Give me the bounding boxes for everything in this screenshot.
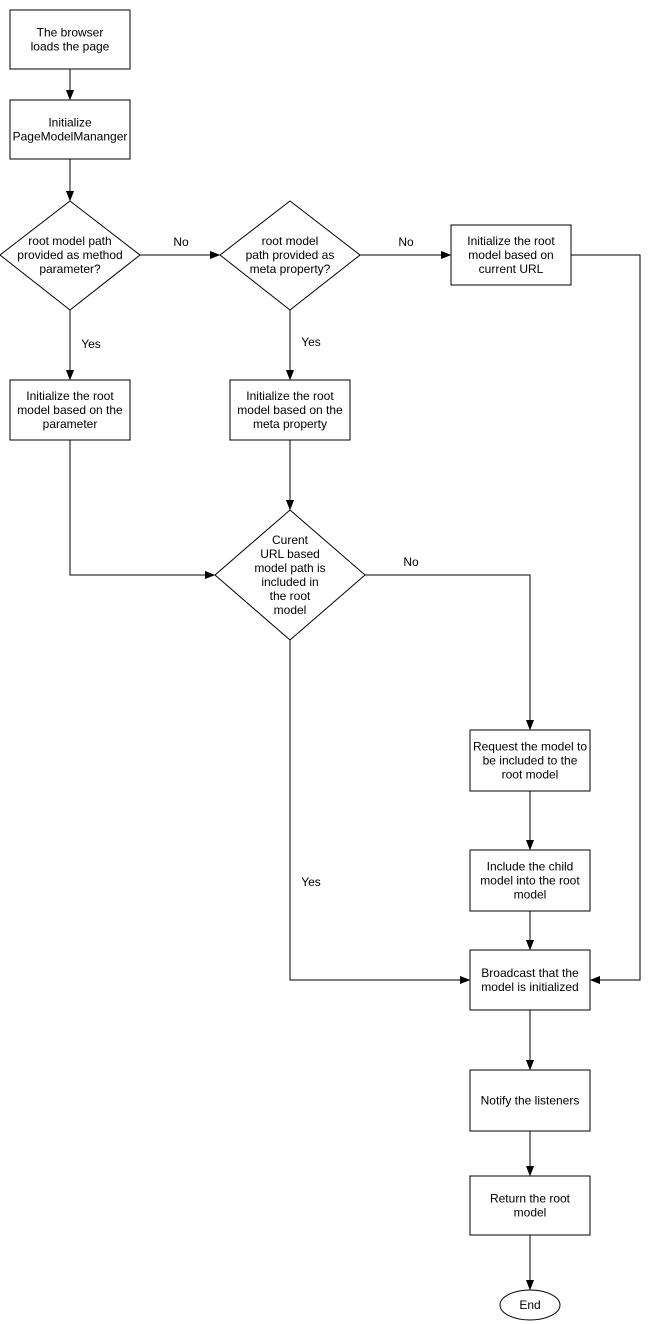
init-param-box: [9, 379, 131, 441]
edges: [69, 69, 641, 1289]
edge-decision-included-no: [365, 574, 530, 729]
edge-init-url-to-broadcast: [570, 254, 641, 980]
edge-label-meta-yes: Yes: [301, 335, 321, 349]
decision-param-diamond: [0, 200, 141, 311]
return-root-box: [469, 1175, 591, 1236]
start-box: [9, 9, 131, 70]
edge-label-meta-no: No: [398, 235, 414, 249]
edge-decision-included-yes: [289, 640, 469, 980]
end-terminator: [499, 1289, 561, 1321]
edge-label-param-no: No: [173, 235, 189, 249]
init-url-box: [450, 224, 572, 286]
edge-init-param-to-decision-included: [69, 440, 214, 575]
notify-label: Notify the listeners: [481, 1094, 580, 1108]
end-label: End: [519, 1298, 540, 1312]
edge-label-included-yes: Yes: [301, 875, 321, 889]
broadcast-box: [469, 949, 591, 1011]
init-meta-box: [229, 379, 351, 441]
edge-labels: No No Yes Yes No Yes: [81, 235, 419, 889]
init-manager-box: [9, 99, 131, 160]
decision-meta-diamond: [219, 200, 361, 311]
edge-label-param-yes: Yes: [81, 337, 101, 351]
notify-box: [469, 1069, 591, 1132]
edge-label-included-no: No: [403, 555, 419, 569]
request-model-box: [469, 729, 591, 792]
include-child-box: [469, 849, 591, 912]
decision-included-diamond: [214, 509, 366, 641]
